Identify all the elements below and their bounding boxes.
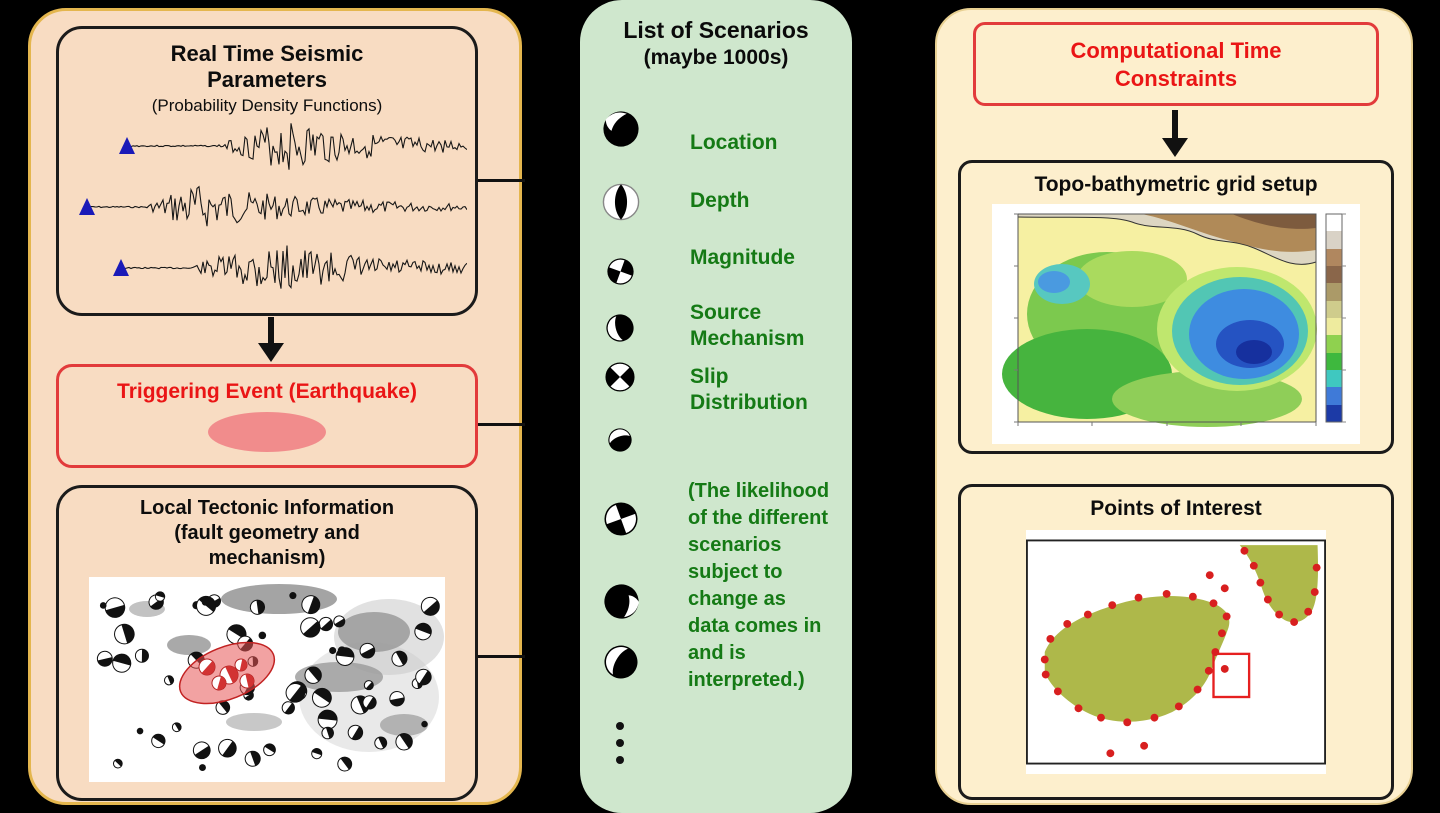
focal-mechanism-map (89, 577, 445, 782)
seismic-box-title: Real Time Seismic Parameters (170, 41, 364, 92)
scenario-panel-subtitle: (maybe 1000s) (643, 46, 789, 69)
focal-mechanism-icon (605, 362, 635, 392)
seismogram-trace-1 (119, 123, 467, 170)
connector-line-3 (478, 655, 525, 658)
scenario-item-slip-distribution: Slip Distribution (690, 365, 808, 414)
poi-map (1026, 530, 1326, 774)
scenario-list-panel: List of Scenarios (maybe 1000s) Location… (580, 0, 852, 813)
down-arrow (258, 317, 284, 362)
sicily-landmass (1044, 596, 1230, 722)
tectonic-box-title: Local Tectonic Information (139, 497, 395, 519)
scenario-item-source-mechanism: Source Mechanism (690, 301, 805, 350)
pick-triangle (119, 137, 135, 154)
seismic-parameters-box: Real Time Seismic Parameters (Probabilit… (56, 26, 478, 316)
tectonic-box-subtitle: (fault geometry and mechanism) (174, 522, 360, 569)
seismogram-trace-3 (113, 245, 467, 290)
pick-triangle (113, 259, 129, 276)
focal-mechanism-icon (602, 110, 640, 148)
focal-mechanism-icon (606, 314, 634, 342)
focal-mechanism-icon (608, 428, 632, 452)
calabria-landmass (1239, 545, 1319, 623)
focal-mechanism-icon (607, 258, 634, 285)
poi-dots (1040, 546, 1321, 758)
connector-line-1 (478, 179, 525, 182)
vertical-ellipsis-icon (616, 722, 624, 764)
tectonic-info-box: Local Tectonic Information (fault geomet… (56, 485, 478, 801)
triggering-event-box: Triggering Event (Earthquake) (56, 364, 478, 468)
scenario-panel-title: List of Scenarios (623, 17, 809, 43)
down-arrow (1162, 110, 1188, 157)
constraints-title: Computational Time Constraints (1070, 38, 1282, 91)
seismogram-trace-2 (79, 185, 467, 227)
right-panel: Computational Time Constraints Topo-bath… (935, 8, 1413, 805)
left-panel: Real Time Seismic Parameters (Probabilit… (28, 8, 525, 805)
connector-line-2 (478, 423, 525, 426)
scenario-item-magnitude: Magnitude (690, 246, 795, 269)
focal-mechanism-icon (603, 583, 640, 620)
points-of-interest-box: Points of Interest (958, 484, 1394, 800)
focal-mechanism-icon (604, 645, 638, 679)
topo-bathymetric-title: Topo-bathymetric grid setup (1034, 173, 1318, 196)
earthquake-ellipse (208, 412, 326, 452)
focal-mechanism-icon (602, 183, 640, 221)
poi-focus-rectangle (1212, 652, 1251, 699)
scenario-item-depth: Depth (690, 189, 750, 212)
colorbar (1325, 213, 1346, 423)
seismic-box-subtitle: (Probability Density Functions) (151, 96, 383, 115)
scenario-likelihood-note: (The likelihood of the different scenari… (688, 480, 830, 691)
triggering-event-title: Triggering Event (Earthquake) (117, 380, 417, 403)
points-of-interest-title: Points of Interest (1090, 497, 1262, 520)
pick-triangle (79, 198, 95, 215)
bathymetry-map (992, 204, 1360, 444)
focal-mechanism-icon (604, 502, 638, 536)
topo-bathymetric-box: Topo-bathymetric grid setup (958, 160, 1394, 454)
computational-constraints-box: Computational Time Constraints (973, 22, 1379, 106)
scenario-item-location: Location (690, 131, 778, 154)
